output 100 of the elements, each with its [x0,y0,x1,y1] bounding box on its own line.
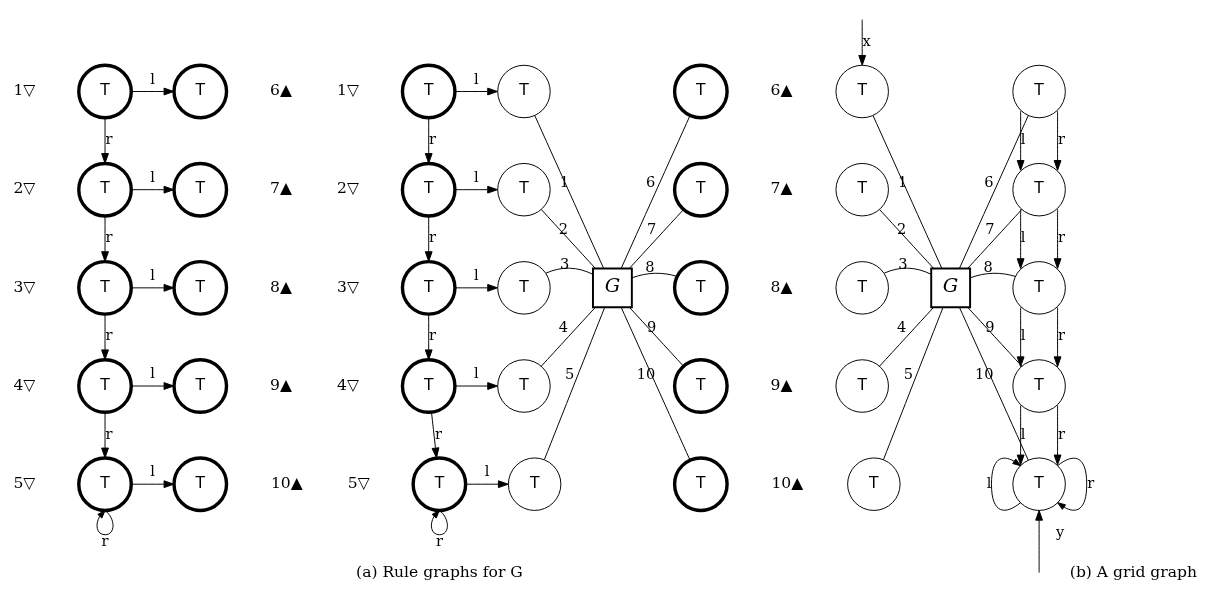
edge-label: l [986,473,992,491]
arrow [101,117,109,164]
arrow [424,117,433,164]
connector [631,272,678,279]
connector [883,267,932,275]
node-label: 6▲ [270,81,292,100]
edge-label: 7 [646,220,657,238]
node-circle: T [172,358,229,414]
edge-label: 7 [985,220,995,238]
arrow [1053,404,1062,466]
arrow [96,509,114,536]
arrow [130,480,175,489]
edge-label: 10 [974,364,994,382]
node-label: 7▲ [770,179,793,198]
label: (b) A grid graph [1069,563,1197,582]
edge-label: y [1055,522,1065,540]
node-label: 1▽ [337,81,359,100]
connector [969,272,1016,279]
edge-label: 9 [985,317,995,335]
node-circle: T [835,64,889,119]
edge-label: r [435,532,443,550]
node-label: 4▽ [13,375,36,394]
arrow [431,411,440,459]
arrow [424,215,433,262]
edge-label: l [473,69,479,87]
edge-label: 5 [903,364,914,382]
edge-label: r [1057,130,1065,147]
node-label: 5▽ [347,473,370,492]
connector [958,115,1029,269]
arrow [101,313,109,361]
edge-label: r [101,532,109,550]
connector [967,306,1023,367]
edge-label: 4 [558,317,569,335]
edge-label: 6 [646,173,656,191]
edge-label: l [150,364,155,382]
node-circle: T [400,259,457,316]
edge-label: 5 [565,364,575,382]
edge-label: 8 [645,258,655,276]
node-label: 5▽ [13,473,36,492]
node-circle: T [1012,359,1066,413]
edge-label: l [1020,326,1026,344]
node-circle: T [497,64,551,119]
node-circle: T [835,162,889,217]
label: (a) Rule graphs for G [356,563,523,582]
node-circle: T [77,358,133,414]
node-circle: T [172,161,229,218]
arrow [454,283,498,292]
arrow [1053,110,1062,171]
edge-label: 4 [897,317,907,335]
node-circle: T [835,359,889,413]
edge-label: l [150,462,155,480]
connector [879,306,935,367]
edge-label: r [105,424,113,442]
node-circle: T [672,259,729,316]
connector [967,209,1023,269]
connector [540,209,596,269]
arrow [101,215,109,262]
edge-label: 1 [897,173,908,191]
arrow [991,457,1022,511]
node-label: 8▲ [270,277,292,296]
connector [543,306,606,461]
edge-label: r [105,228,113,246]
node-circle: T [172,259,229,316]
edge-label: l [1020,228,1026,246]
node-circle: T [507,457,562,511]
arrow [1016,404,1025,466]
node-circle: T [172,63,229,120]
arrow [101,411,109,459]
arrow [1035,510,1043,574]
node-circle: T [1012,261,1066,315]
arrow [1016,208,1025,269]
node-label: 4▽ [337,375,359,394]
node-label: 10▲ [270,473,303,492]
arrow [1016,110,1025,171]
node-circle: T [672,358,729,414]
node-circle: T [77,63,133,120]
node-circle: T [672,63,729,120]
edge-label: 3 [898,254,908,272]
node-box: G [930,267,972,309]
edge-label: r [429,130,437,147]
node-circle: T [497,359,551,413]
node-label: 10▲ [771,473,804,492]
edge-label: r [1057,326,1065,344]
edge-label: l [150,167,155,185]
arrow [454,382,498,390]
connector [872,115,943,269]
node-label: 8▲ [770,277,793,296]
node-circle: T [77,259,133,316]
connector [534,115,605,269]
node-circle: T [411,456,468,513]
node-circle: T [497,261,551,315]
arrow [454,185,498,194]
node-label: 3▽ [13,277,36,296]
node-circle: T [672,161,729,218]
node-circle: T [672,456,729,513]
edge-label: r [1057,424,1065,442]
node-label: 6▲ [770,81,793,100]
connector [628,306,685,367]
node-label: 2▽ [13,179,36,198]
edge-label: r [1057,228,1065,246]
